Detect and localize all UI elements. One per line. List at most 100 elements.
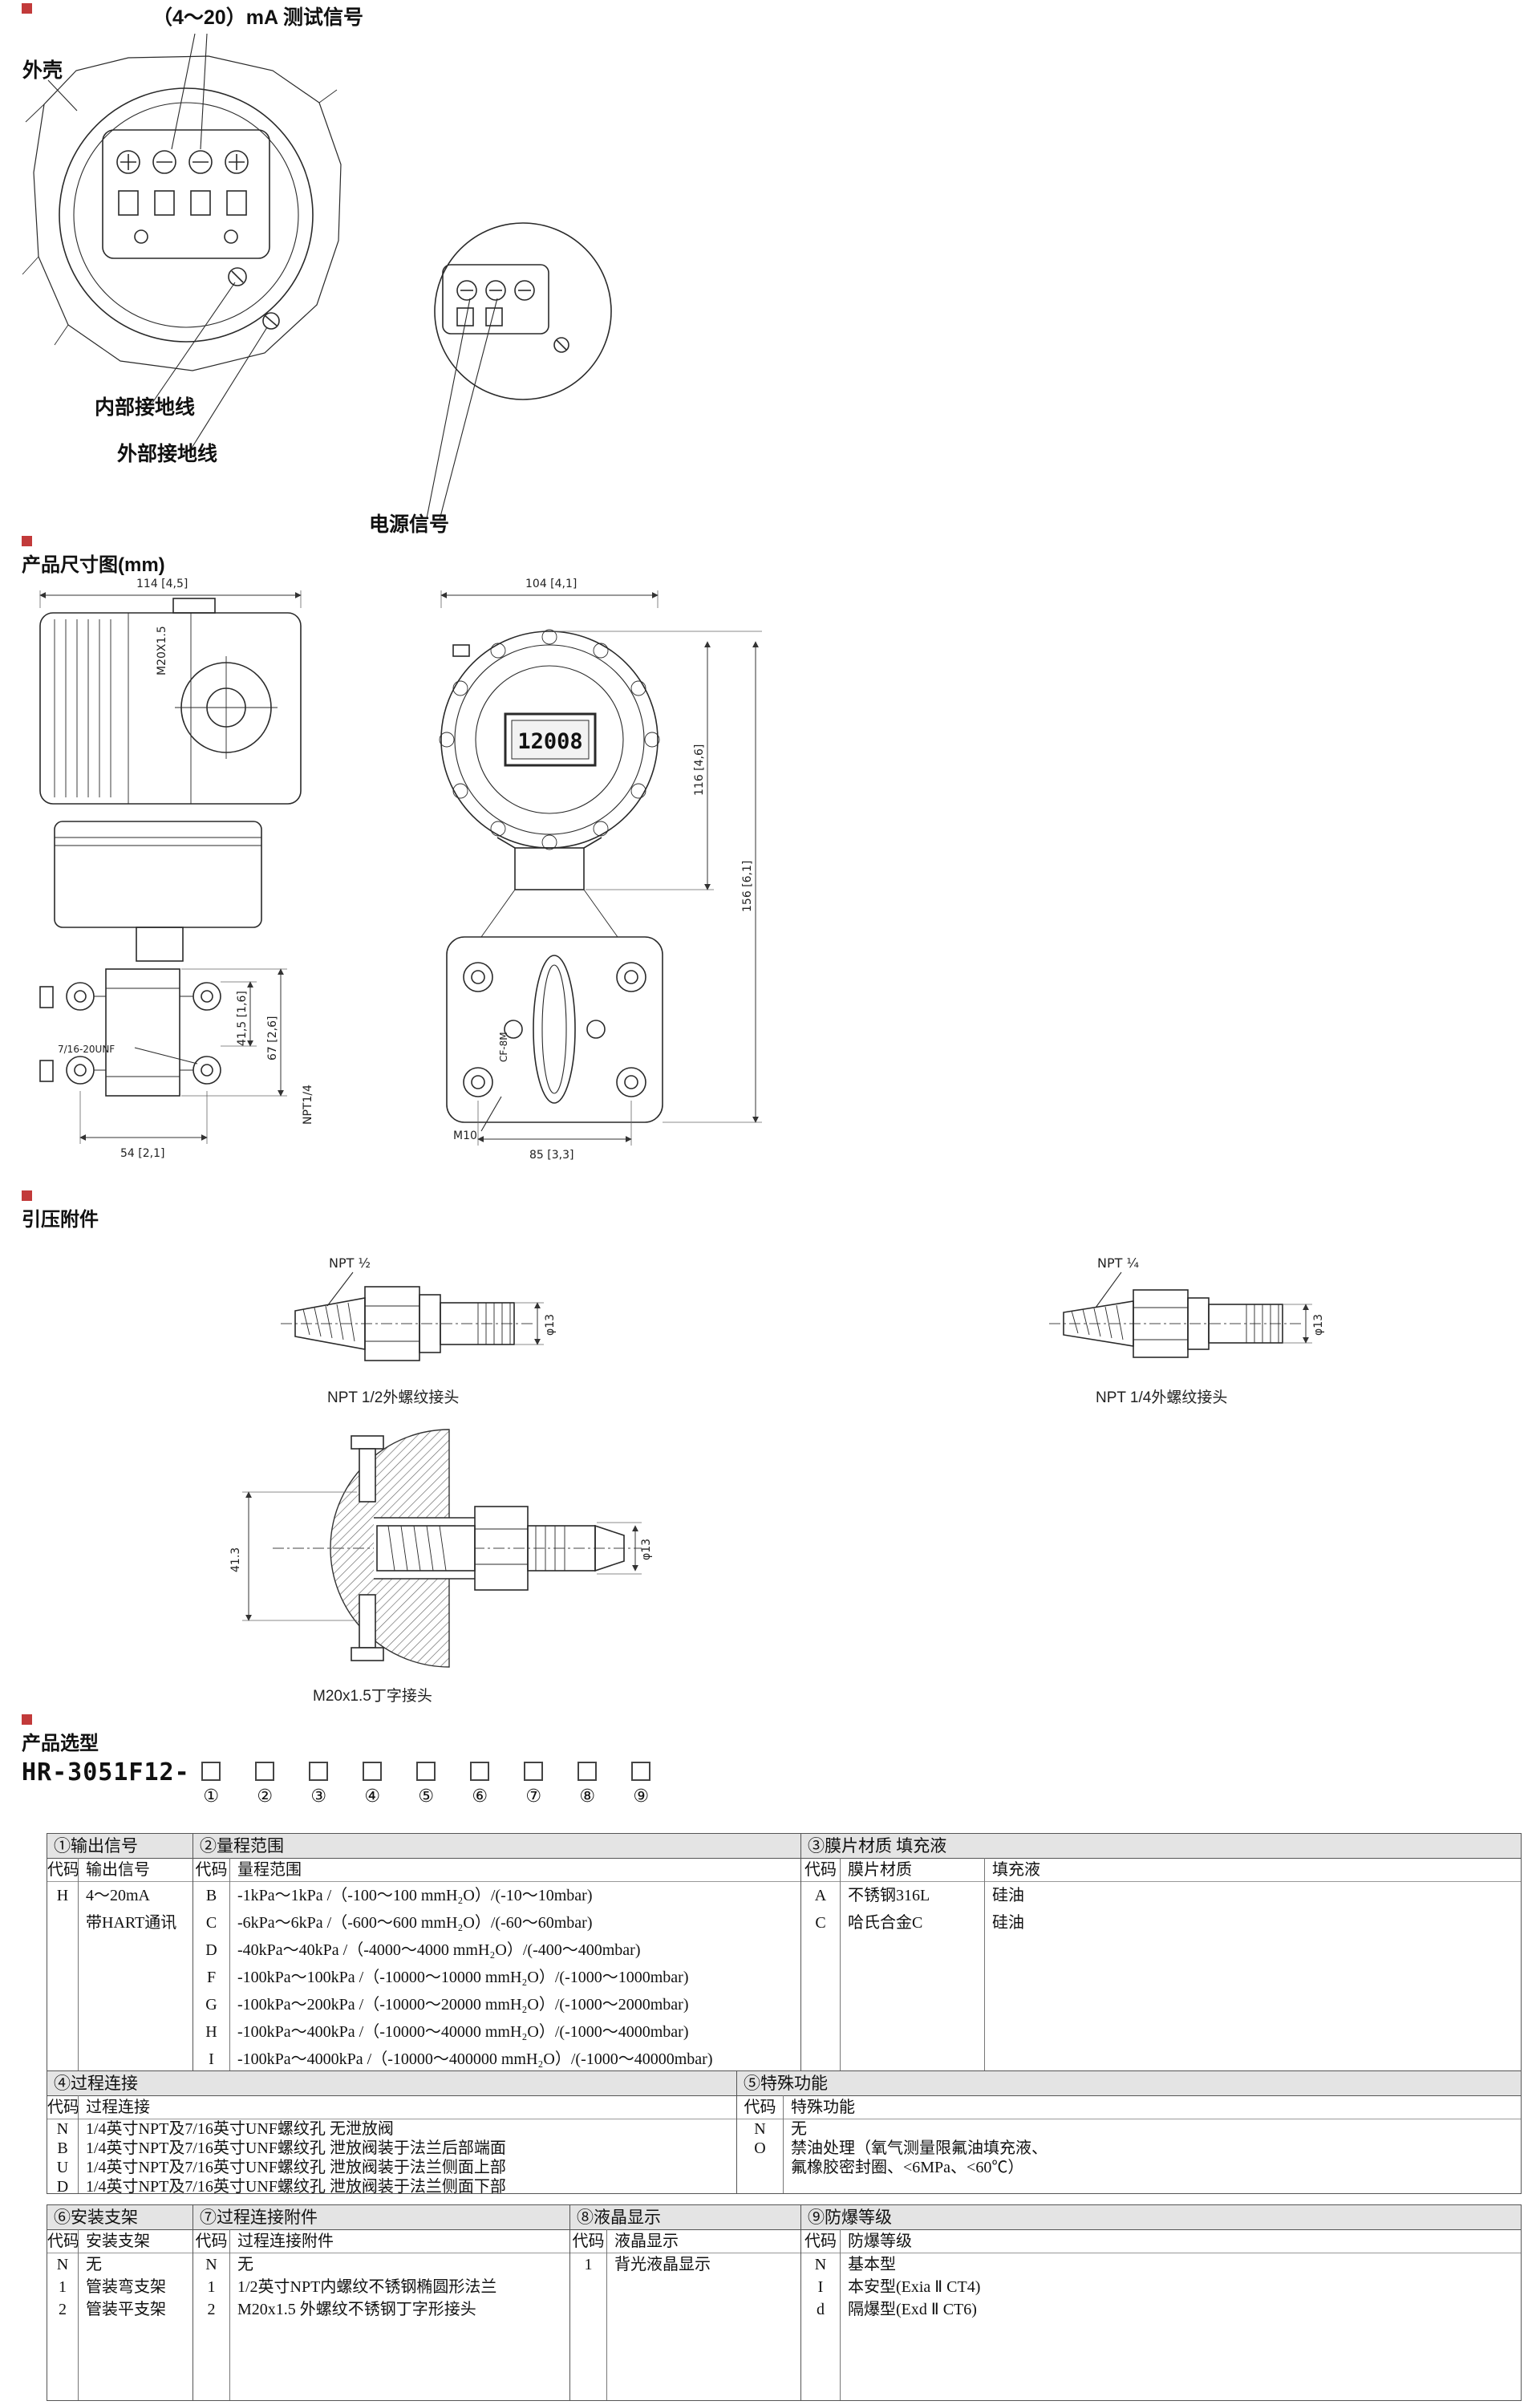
value-cell: 禁油处理（氧气测量限氟油填充液、: [791, 2139, 1048, 2157]
code-cell: I: [209, 2050, 214, 2068]
table-band-1: ①输出信号 代码 输出信号 H 4～20mA 带HART通讯: [47, 1833, 1522, 2071]
table-row: F -100kPa～100kPa /（-10000～10000 mmH₂O）/(…: [193, 1964, 800, 1991]
m20-height-label: 41.3: [229, 1547, 242, 1572]
table-row: U 1/4英寸NPT及7/16英寸UNF螺纹孔 泄放阀装于法兰侧面上部: [47, 2158, 736, 2177]
table-section-range: ②量程范围 代码 量程范围 B -1kPa～1kPa /（-100～100 mm…: [193, 1834, 801, 2070]
model-position-checkbox[interactable]: [470, 1762, 490, 1781]
model-position-number: ④: [364, 1787, 381, 1807]
model-position-checkbox[interactable]: [416, 1762, 436, 1781]
model-position-number: ⑥: [472, 1787, 488, 1807]
table-row: 氟橡胶密封圈、<6MPa、<60℃）: [737, 2158, 1521, 2177]
model-position-checkbox[interactable]: [255, 1762, 275, 1781]
shell-label: 外壳: [22, 59, 63, 82]
npt14-caption: NPT 1/4外螺纹接头: [1096, 1389, 1227, 1406]
value-cell: 基本型: [848, 2256, 896, 2273]
code-cell: N: [814, 2256, 827, 2273]
section-title-accessory: ⑦过程连接附件: [193, 2205, 569, 2230]
code-cell: D: [205, 1941, 217, 1959]
wiring-diagram: （4～20）mA 测试信号 外壳 内部接地线 外部接地线 电源信号: [22, 6, 612, 536]
code-cell: N: [205, 2256, 217, 2273]
value-cell: -100kPa～400kPa /（-10000～40000 mmH₂O）/(-1…: [237, 2023, 689, 2041]
model-position-checkbox[interactable]: [363, 1762, 383, 1781]
table-row: D -40kPa～40kPa /（-4000～4000 mmH₂O）/(-400…: [193, 1937, 800, 1964]
fill-cell: 硅油: [992, 1914, 1024, 1932]
dim-54-label: 54 [2,1]: [120, 1147, 164, 1160]
code-cell: [737, 2158, 783, 2177]
table-row: 1 管装弯支架: [47, 2276, 192, 2298]
transmitter-front-view: [439, 629, 663, 1123]
col-header-name: 液晶显示: [614, 2233, 679, 2250]
code-cell: U: [56, 2159, 69, 2176]
col-header-code: 代码: [804, 1861, 837, 1879]
code-cell: A: [814, 1887, 827, 1904]
m20-adapter-drawing: φ13 41.3 M20x1.5丁字接头: [229, 1429, 653, 1705]
value-cell: 无: [86, 2256, 102, 2273]
code-cell: H: [56, 1887, 69, 1904]
column-header-row: 代码 防爆等级: [801, 2230, 1521, 2253]
value-cell: 1/4英寸NPT及7/16英寸UNF螺纹孔 泄放阀装于法兰后部端面: [86, 2139, 506, 2157]
label-leader-lines: [47, 33, 498, 521]
dim-41-5-label: 41,5 [1,6]: [236, 991, 249, 1046]
column-header-row: 代码 特殊功能: [737, 2096, 1521, 2119]
m20-dia-label: φ13: [640, 1539, 653, 1560]
model-position: ⑧: [578, 1762, 598, 1806]
dim-104-label: 104 [4,1]: [525, 578, 577, 590]
model-prefix: HR-3051F12-: [22, 1758, 190, 1787]
column-header-row: 代码 过程连接: [47, 2096, 736, 2119]
col-header-name: 特殊功能: [791, 2099, 855, 2116]
section-title-output: ①输出信号: [47, 1834, 192, 1859]
dimension-drawings: M20X1.5 114 [4,5] 41,5 [1,6] 67 [2,6] 7/…: [39, 578, 762, 1162]
external-ground-screw: [262, 312, 280, 330]
table-row: G -100kPa～200kPa /（-10000～20000 mmH₂O）/(…: [193, 1991, 800, 2018]
terminal-housing-drawing: [22, 55, 342, 371]
section-title-explosion: ⑨防爆等级: [801, 2205, 1521, 2230]
table-row: H -100kPa～400kPa /（-10000～40000 mmH₂O）/(…: [193, 2018, 800, 2046]
col-header-name: 安装支架: [86, 2233, 150, 2250]
table-row: N 1/4英寸NPT及7/16英寸UNF螺纹孔 无泄放阀: [47, 2119, 736, 2139]
npt14-dia-label: φ13: [1312, 1314, 1325, 1336]
model-position-checkbox[interactable]: [578, 1762, 598, 1781]
npt14-thread-label: NPT ¼: [1097, 1255, 1139, 1271]
value-cell: 管装平支架: [86, 2301, 166, 2318]
dim-156-label: 156 [6,1]: [741, 861, 754, 912]
code-cell: 2: [59, 2301, 67, 2318]
table-row: N 无: [737, 2119, 1521, 2139]
model-position: ⑦: [524, 1762, 544, 1806]
table-row: B 1/4英寸NPT及7/16英寸UNF螺纹孔 泄放阀装于法兰后部端面: [47, 2139, 736, 2158]
table-row: d 隔爆型(Exd Ⅱ CT6): [801, 2298, 1521, 2321]
col-header-material: 膜片材质: [848, 1861, 912, 1879]
col-header-name: 防爆等级: [848, 2233, 912, 2250]
table-row: 1 1/2英寸NPT内螺纹不锈钢椭圆形法兰: [193, 2276, 569, 2298]
internal-ground-label: 内部接地线: [95, 395, 195, 419]
model-position: ⑤: [416, 1762, 436, 1806]
table-section-display: ⑧液晶显示 代码 液晶显示 1 背光液晶显示: [570, 2205, 801, 2400]
value-cell: 4～20mA: [86, 1887, 150, 1904]
section-title-special: ⑤特殊功能: [737, 2071, 1521, 2096]
value-cell: -40kPa～40kPa /（-4000～4000 mmH₂O）/(-400～4…: [237, 1941, 641, 1959]
table-row: 1 背光液晶显示: [570, 2253, 800, 2276]
model-position-checkbox[interactable]: [309, 1762, 329, 1781]
model-position: ④: [363, 1762, 383, 1806]
table-row: H 4～20mA: [47, 1882, 192, 1909]
model-position: ⑨: [631, 1762, 651, 1806]
pressure-adapters-drawings: φ13 NPT ½ NPT 1/2外螺纹接头 φ13 NPT ¼ NPT 1/4…: [229, 1255, 1325, 1705]
value-cell: -100kPa～200kPa /（-10000～20000 mmH₂O）/(-1…: [237, 1996, 689, 2014]
table-row: N 无: [193, 2253, 569, 2276]
col-header-code: 代码: [195, 1861, 228, 1879]
model-position-checkbox[interactable]: [524, 1762, 544, 1781]
table-band-3: ⑥安装支架 代码 安装支架 N 无 1 管装弯支架: [47, 2204, 1522, 2401]
code-cell: N: [56, 2256, 69, 2273]
model-position-checkbox[interactable]: [201, 1762, 221, 1781]
external-ground-label: 外部接地线: [117, 442, 217, 465]
column-header-row: 代码 量程范围: [193, 1859, 800, 1882]
model-position: ⑥: [470, 1762, 490, 1806]
code-cell: 1: [207, 2278, 216, 2296]
npt12-thread-label: NPT ½: [329, 1255, 371, 1271]
model-position-checkbox[interactable]: [631, 1762, 651, 1781]
power-housing-drawing: [434, 222, 612, 400]
code-cell: C: [205, 1914, 217, 1932]
conduit-thread-label: M20X1.5: [156, 626, 168, 675]
model-position-number: ⑦: [525, 1787, 542, 1807]
code-cell: [47, 1909, 78, 1937]
